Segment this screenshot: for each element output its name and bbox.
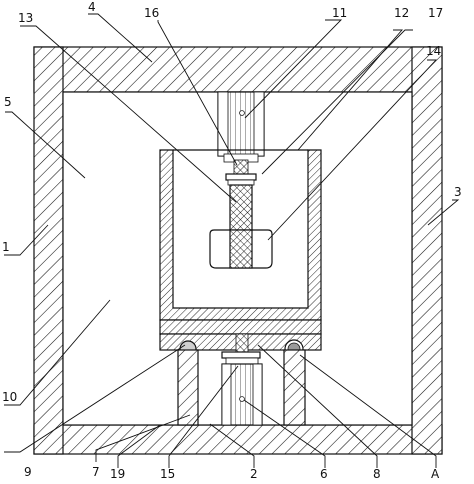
upper-motor <box>217 91 265 163</box>
label-9: 9 <box>24 465 32 479</box>
label-3: 3 <box>454 185 462 199</box>
label-15: 15 <box>160 467 175 481</box>
label-17: 17 <box>428 6 443 20</box>
label-12: 12 <box>394 6 409 20</box>
label-16: 16 <box>144 6 159 20</box>
label-11: 11 <box>332 6 347 20</box>
upper-coupling <box>225 173 257 181</box>
agitator-assembly <box>209 159 273 269</box>
label-19: 19 <box>110 467 125 481</box>
agitator-shaft <box>229 184 253 236</box>
label-10: 10 <box>2 390 17 404</box>
agitator-core <box>229 229 253 269</box>
lower-shaft <box>235 333 249 355</box>
label-5: 5 <box>4 95 12 109</box>
lower-flange <box>225 357 259 365</box>
label-2: 2 <box>250 467 258 481</box>
label-8: 8 <box>373 467 381 481</box>
bottom-wall <box>33 424 443 455</box>
label-1: 1 <box>2 240 10 254</box>
left-support-leg <box>177 349 199 426</box>
left-wall <box>33 46 64 455</box>
lower-coupling <box>221 351 261 359</box>
leader-lines <box>4 13 460 468</box>
label-6: 6 <box>320 467 328 481</box>
lower-motor-indicator <box>239 396 245 402</box>
right-wall <box>411 46 443 455</box>
outer-frame <box>33 46 443 455</box>
label-4: 4 <box>88 0 96 14</box>
label-7: 7 <box>92 465 100 479</box>
label-14: 14 <box>426 44 441 58</box>
label-13: 13 <box>18 11 33 25</box>
lower-motor <box>221 333 263 426</box>
coupling-plate <box>227 179 255 186</box>
right-support-leg <box>283 349 306 426</box>
base-plate <box>159 319 322 335</box>
upper-shaft <box>233 159 249 175</box>
upper-motor-indicator <box>239 110 245 116</box>
label-A: A <box>431 467 440 481</box>
part-labels: 1 2 3 4 5 6 7 8 9 10 11 12 13 14 15 16 1… <box>2 0 462 481</box>
